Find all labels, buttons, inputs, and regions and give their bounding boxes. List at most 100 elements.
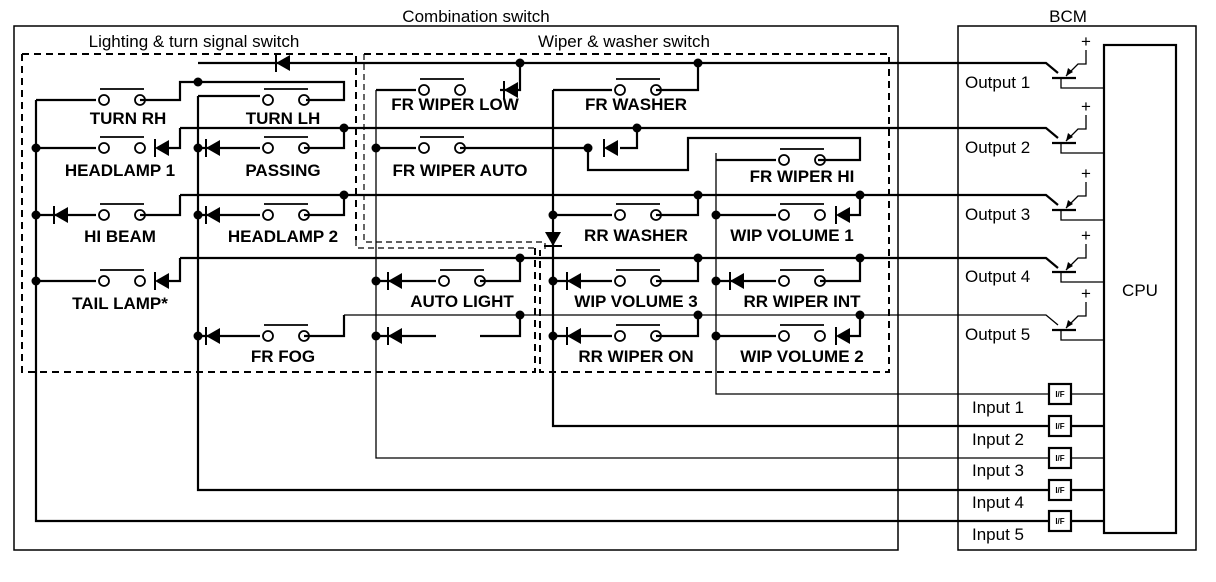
- supply-plus-icon: +: [1081, 226, 1091, 245]
- output-transistors: +++++: [1052, 32, 1104, 341]
- switch-headlamp1: HEADLAMP 1: [65, 136, 175, 180]
- contact-terminal: [814, 330, 826, 342]
- junction-dot: [548, 276, 558, 286]
- contact-terminal: [614, 84, 626, 96]
- switch-turn-lh: TURN LH: [246, 88, 321, 128]
- junction-dot: [693, 253, 703, 263]
- switch-label: FR WIPER LOW: [391, 95, 519, 114]
- output-label: Output 4: [965, 267, 1030, 286]
- interface-label: I/F: [1055, 486, 1064, 495]
- junction-dot: [515, 58, 525, 68]
- switch-fr-washer: FR WASHER: [585, 78, 687, 114]
- switch-headlamp2: HEADLAMP 2: [228, 203, 338, 246]
- junction-dot: [693, 190, 703, 200]
- output-1-transistor: +: [1052, 32, 1104, 89]
- output-5-transistor: +: [1052, 284, 1104, 341]
- switch-label: RR WIPER INT: [743, 292, 861, 311]
- switch-label: FR WASHER: [585, 95, 687, 114]
- diode-icon: [503, 81, 518, 99]
- junction-dots: [31, 58, 865, 341]
- combination-switch-label: Combination switch: [402, 7, 549, 26]
- interface-5-box: I/F: [1047, 509, 1073, 533]
- switch-wip-volume-3: WIP VOLUME 3: [574, 269, 698, 311]
- input-1-line: [715, 153, 1104, 395]
- wiper-group-label: Wiper & washer switch: [538, 32, 710, 51]
- contact-terminal: [454, 84, 466, 96]
- lighting-group-border: [21, 53, 536, 373]
- interface-label: I/F: [1055, 422, 1064, 431]
- switch-label: RR WASHER: [584, 226, 688, 245]
- junction-dot: [548, 210, 558, 220]
- output-2-transistor: +: [1052, 97, 1104, 154]
- contact-terminal: [262, 94, 274, 106]
- diode-icon: [566, 327, 581, 345]
- interface-label: I/F: [1055, 454, 1064, 463]
- contact-terminal: [614, 330, 626, 342]
- junction-dot: [31, 143, 41, 153]
- diodes: [53, 54, 850, 345]
- input-label: Input 5: [972, 525, 1024, 544]
- interface-1-box: I/F: [1047, 382, 1073, 406]
- contact-terminal: [134, 275, 146, 287]
- contact-terminal: [418, 84, 430, 96]
- switch-fr-wiper-auto: FR WIPER AUTO: [392, 136, 528, 180]
- junction-dot: [31, 276, 41, 286]
- contact-terminal: [778, 275, 790, 287]
- diode-icon: [544, 232, 562, 247]
- output-lines: [180, 61, 1059, 326]
- supply-plus-icon: +: [1081, 97, 1091, 116]
- switch-label: TURN LH: [246, 109, 321, 128]
- input-2-line: [551, 90, 1104, 428]
- diode-icon: [205, 206, 220, 224]
- combination-switch-box: [13, 25, 899, 551]
- diode-icon: [275, 54, 290, 72]
- switch-passing: PASSING: [245, 136, 321, 180]
- junction-dot: [693, 310, 703, 320]
- contact-terminal: [778, 330, 790, 342]
- supply-plus-icon: +: [1081, 284, 1091, 303]
- diode-icon: [205, 327, 220, 345]
- switch-fr-fog: FR FOG: [251, 324, 315, 366]
- diode-icon: [205, 139, 220, 157]
- junction-dot: [371, 276, 381, 286]
- interface-boxes: I/F I/F I/F I/F I/F: [1047, 382, 1073, 533]
- output-label: Output 1: [965, 73, 1030, 92]
- switch-label: HEADLAMP 2: [228, 227, 338, 246]
- junction-dot: [855, 190, 865, 200]
- input-label: Input 1: [972, 398, 1024, 417]
- supply-plus-icon: +: [1081, 32, 1091, 51]
- diode-icon: [566, 272, 581, 290]
- lighting-group-label: Lighting & turn signal switch: [89, 32, 300, 51]
- switch-label: FR WIPER HI: [750, 167, 855, 186]
- bcm-label: BCM: [1049, 7, 1087, 26]
- output-4-line: [180, 256, 1059, 269]
- diode-icon: [835, 206, 850, 224]
- interface-4-box: I/F: [1047, 478, 1073, 502]
- junction-dot: [711, 331, 721, 341]
- switch-label: HEADLAMP 1: [65, 161, 175, 180]
- interface-label: I/F: [1055, 390, 1064, 399]
- junction-dot: [193, 143, 203, 153]
- diode-icon: [729, 272, 744, 290]
- junction-dot: [193, 210, 203, 220]
- junction-dot: [515, 253, 525, 263]
- cpu-box: [1102, 43, 1178, 535]
- input-5-line: [34, 100, 1104, 523]
- junction-dot: [339, 123, 349, 133]
- output-4-transistor: +: [1052, 226, 1104, 283]
- diode-icon: [835, 327, 850, 345]
- interface-2-box: I/F: [1047, 414, 1073, 438]
- diode-icon: [603, 139, 618, 157]
- switch-turn-rh: TURN RH: [90, 88, 166, 128]
- bcm-box: [957, 25, 1197, 551]
- output-2-line: [180, 126, 1059, 139]
- switch-tail-lamp: TAIL LAMP*: [72, 269, 168, 313]
- contact-terminal: [262, 142, 274, 154]
- junction-dot: [371, 331, 381, 341]
- junction-dot: [711, 210, 721, 220]
- junction-dot: [855, 253, 865, 263]
- diode-icon: [53, 206, 68, 224]
- output-5-line: [344, 314, 1059, 326]
